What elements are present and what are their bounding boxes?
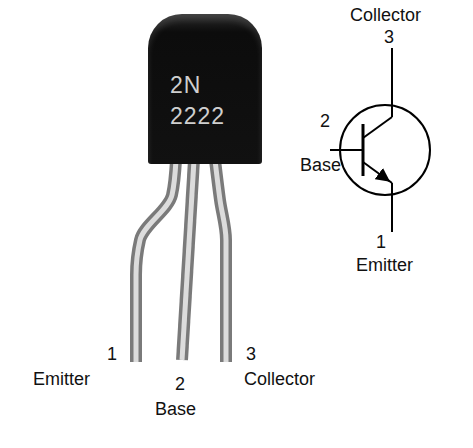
- pin-number: 3: [246, 345, 256, 365]
- pin-name: Base: [300, 156, 341, 176]
- emitter-lead: [391, 183, 393, 232]
- pin-name: Emitter: [356, 256, 413, 276]
- pin-number: 1: [107, 345, 117, 365]
- pin-number: 2: [320, 112, 330, 132]
- pin-number: 1: [376, 233, 386, 253]
- lead-highlight: [215, 160, 226, 362]
- emitter-joint: [388, 180, 392, 183]
- emitter-diagonal: [363, 162, 389, 181]
- pin-number: 3: [384, 28, 394, 48]
- lead-highlight: [136, 160, 176, 362]
- transistor-leads: [136, 160, 226, 362]
- part-number: 2N 2222: [170, 70, 246, 132]
- lead-wire: [136, 160, 176, 362]
- transistor-package: 2N 2222: [148, 14, 262, 164]
- lead-wire: [215, 160, 226, 362]
- base-lead: [330, 149, 363, 151]
- lead-highlight: [182, 160, 194, 360]
- pin-name: Collector: [244, 370, 315, 390]
- pin-number: 2: [175, 375, 185, 395]
- pin-name: Collector: [350, 6, 421, 26]
- collector-lead: [391, 48, 393, 117]
- collector-diagonal: [363, 117, 392, 138]
- lead-wire: [182, 160, 194, 360]
- npn-transistor-symbol: [330, 48, 430, 232]
- pin-name: Emitter: [33, 370, 90, 390]
- pin-name: Base: [155, 400, 196, 420]
